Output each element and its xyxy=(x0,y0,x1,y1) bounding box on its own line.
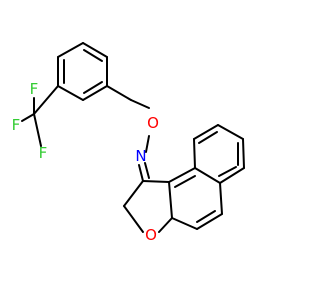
fluorine-left-label: F xyxy=(12,116,21,134)
bond-c-to-f-left xyxy=(21,113,35,122)
bond-n-to-c1-inner xyxy=(144,162,150,179)
bond-c9-to-c8-inner xyxy=(198,131,218,144)
atom-labels-layer: F F F O N O xyxy=(12,80,159,244)
bond-aryl-ring-4 xyxy=(57,85,84,101)
bond-c1-to-c9b xyxy=(142,180,170,183)
bond-c9-to-c8 xyxy=(193,124,219,140)
bond-c9b-to-c9a xyxy=(168,167,196,183)
bond-c4-to-c3a xyxy=(171,217,198,230)
bond-c9a-to-c5a xyxy=(194,167,221,184)
bond-aryl-ring-1-inner xyxy=(83,49,103,62)
bond-ring-to-ch2 xyxy=(106,85,132,101)
oxime-nitrogen-label: N xyxy=(135,147,146,165)
bond-c8-to-c7 xyxy=(217,124,244,140)
bond-c5-to-c4 xyxy=(196,213,223,230)
bond-aryl-ring-3 xyxy=(82,85,108,101)
bond-ch2-to-oxygen xyxy=(130,99,150,109)
bond-ring-o-to-c3a xyxy=(158,217,173,233)
ring-oxygen-label: O xyxy=(145,226,157,244)
bond-aryl-ring-6 xyxy=(57,42,84,58)
bond-c6-to-c5a-inner xyxy=(218,166,237,177)
oxime-oxygen-label: O xyxy=(147,114,159,132)
bond-c9b-to-c9a-inner xyxy=(174,175,196,188)
bond-c-to-f-bottom xyxy=(33,113,42,147)
bond-aryl-ring-1 xyxy=(82,42,108,58)
bond-c5a-to-c5 xyxy=(219,182,223,215)
fluorine-bottom-label: F xyxy=(39,144,48,162)
bond-c9b-to-c3a xyxy=(168,181,173,219)
bond-n-to-c1 xyxy=(138,164,144,182)
fluorine-top-label: F xyxy=(30,80,39,98)
bond-ch2-to-ring-o xyxy=(123,205,144,233)
bond-c9a-to-c9 xyxy=(193,138,196,169)
bond-ring-to-cf3 xyxy=(33,85,59,115)
bond-c6-to-c5a xyxy=(219,167,245,184)
bonds-layer xyxy=(21,42,245,233)
bond-o-to-n xyxy=(145,135,150,153)
bond-c1-to-ch2 xyxy=(123,180,144,207)
bond-aryl-ring-3-inner xyxy=(83,81,103,94)
molecule-structure-diagram: F F F O N O xyxy=(0,0,300,300)
bond-c7-to-c6 xyxy=(242,138,245,169)
bond-c5-to-c4-inner xyxy=(196,210,216,223)
diagram-background xyxy=(0,0,300,300)
